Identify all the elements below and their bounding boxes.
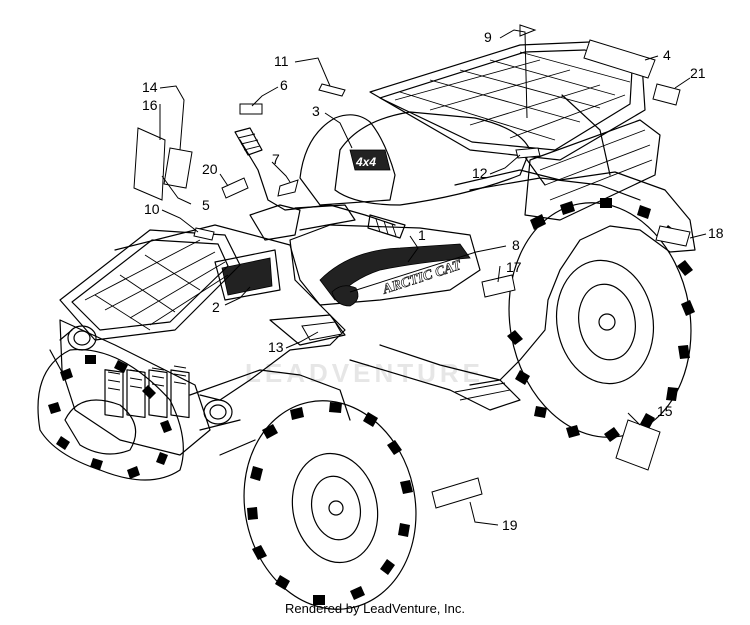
- decal-4: [583, 39, 656, 79]
- callout-19: 19: [502, 517, 518, 533]
- headlight-right: [203, 399, 233, 425]
- callout-20: 20: [202, 161, 218, 177]
- decal-21: [652, 83, 681, 106]
- callout-18: 18: [708, 225, 724, 241]
- callout-10: 10: [144, 201, 160, 217]
- grille: [104, 365, 190, 419]
- callout-12: 12: [472, 165, 488, 181]
- callout-9: 9: [484, 29, 492, 45]
- handlebars: [234, 127, 406, 241]
- fuel-tank: [299, 114, 396, 206]
- decal-18: [655, 225, 691, 247]
- decal-10: [193, 227, 215, 241]
- footer-credit: Rendered by LeadVenture, Inc.: [285, 601, 465, 616]
- callout-8: 8: [512, 237, 520, 253]
- seat: [334, 111, 531, 206]
- callout-7: 7: [272, 151, 280, 167]
- decal-17: [481, 274, 516, 298]
- callout-13: 13: [268, 339, 284, 355]
- front-right-tire: [243, 400, 417, 610]
- callout-21: 21: [690, 65, 706, 81]
- decal-6: [239, 103, 263, 115]
- decal-11: [318, 83, 346, 97]
- decal-8-cap: [331, 285, 359, 307]
- callout-17: 17: [506, 259, 522, 275]
- decal-12: [515, 147, 541, 159]
- callout-3: 3: [312, 103, 320, 119]
- front-left-tire: [37, 348, 184, 481]
- callout-4: 4: [663, 47, 671, 63]
- front-bumper: [59, 319, 211, 456]
- callout-5: 5: [202, 197, 210, 213]
- decal-9: [519, 24, 537, 37]
- decal-19: [431, 477, 483, 509]
- decal-14: [163, 147, 193, 189]
- front-fender: [114, 224, 346, 401]
- rear-rack: [369, 41, 661, 221]
- side-panel: [289, 224, 481, 306]
- decal-20: [221, 177, 249, 199]
- callout-labels: 1 2 3 4 5 6 7 8 9 10 11 12 13 14 15 16 1…: [142, 29, 724, 533]
- callout-2: 2: [212, 299, 220, 315]
- rear-tire: [507, 198, 695, 442]
- 4x4-decal: 4x4: [355, 155, 376, 169]
- callout-14: 14: [142, 79, 158, 95]
- side-stripe-decal: [319, 243, 471, 301]
- rear-fender: [454, 169, 696, 386]
- decal-15: [615, 419, 661, 471]
- callout-11: 11: [274, 53, 289, 69]
- callout-16: 16: [142, 97, 158, 113]
- front-rack: [59, 229, 241, 341]
- callout-6: 6: [280, 77, 288, 93]
- callout-15: 15: [657, 403, 673, 419]
- decal-16: [133, 127, 166, 201]
- footwell: [349, 344, 521, 411]
- leader-lines: [159, 29, 707, 526]
- decal-7: [277, 179, 299, 197]
- callout-1: 1: [418, 227, 426, 243]
- 4x4-decal-bg: [349, 149, 391, 171]
